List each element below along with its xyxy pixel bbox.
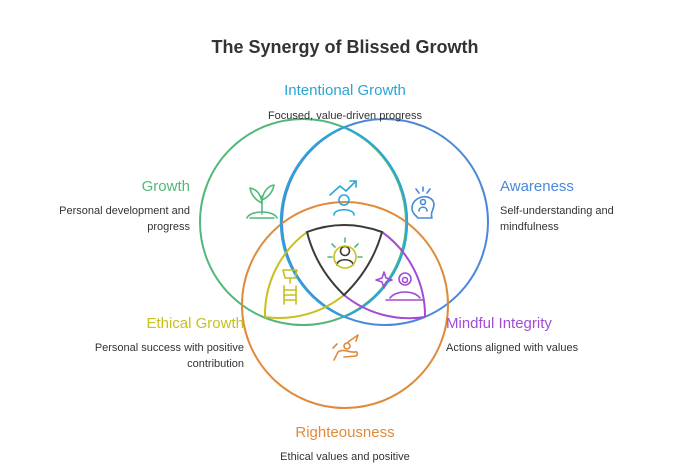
target-person-icon (329, 180, 357, 216)
awareness-circle (281, 118, 489, 326)
plant-sprout-icon (246, 184, 278, 219)
radiant-person-icon (327, 237, 363, 269)
growth-heading: Growth (141, 178, 190, 195)
growth-description-line1: Personal development and (59, 205, 190, 217)
hand-giving-icon (332, 334, 359, 361)
growth-circle (199, 118, 407, 326)
awareness-heading: Awareness (500, 178, 574, 195)
ethical-growth-arc (263, 231, 308, 318)
center-region (305, 224, 384, 297)
ethical-growth-heading: Ethical Growth (146, 315, 244, 332)
ethical-growth-description-line1: Personal success with positive (94, 342, 244, 354)
intentional-growth-heading: Intentional Growth (284, 82, 406, 99)
mindful-integrity-arc-2 (343, 294, 426, 320)
awareness-description-line2: mindfulness (500, 221, 559, 233)
mindful-integrity-heading: Mindful Integrity (446, 315, 552, 332)
mind-head-icon (411, 186, 435, 219)
awareness-description-line1: Self-understanding and (500, 205, 614, 217)
intentional-growth-lens (279, 125, 409, 319)
growth-description-line2: progress (147, 221, 190, 233)
righteousness-description: Ethical values and positive (280, 451, 410, 463)
trophy-ladder-icon (282, 269, 298, 305)
righteousness-heading: Righteousness (295, 424, 395, 441)
meditation-sparkle-icon (375, 271, 425, 301)
intentional-growth-description: Focused, value-driven progress (267, 110, 423, 122)
ethical-growth-description-line2: contribution (187, 358, 244, 370)
mindful-integrity-description: Actions aligned with values (446, 342, 579, 354)
mindful-integrity-arc (381, 231, 427, 318)
page-title: The Synergy of Blissed Growth (211, 37, 479, 57)
righteousness-circle (241, 201, 449, 409)
ethical-growth-arc-2 (264, 294, 345, 319)
